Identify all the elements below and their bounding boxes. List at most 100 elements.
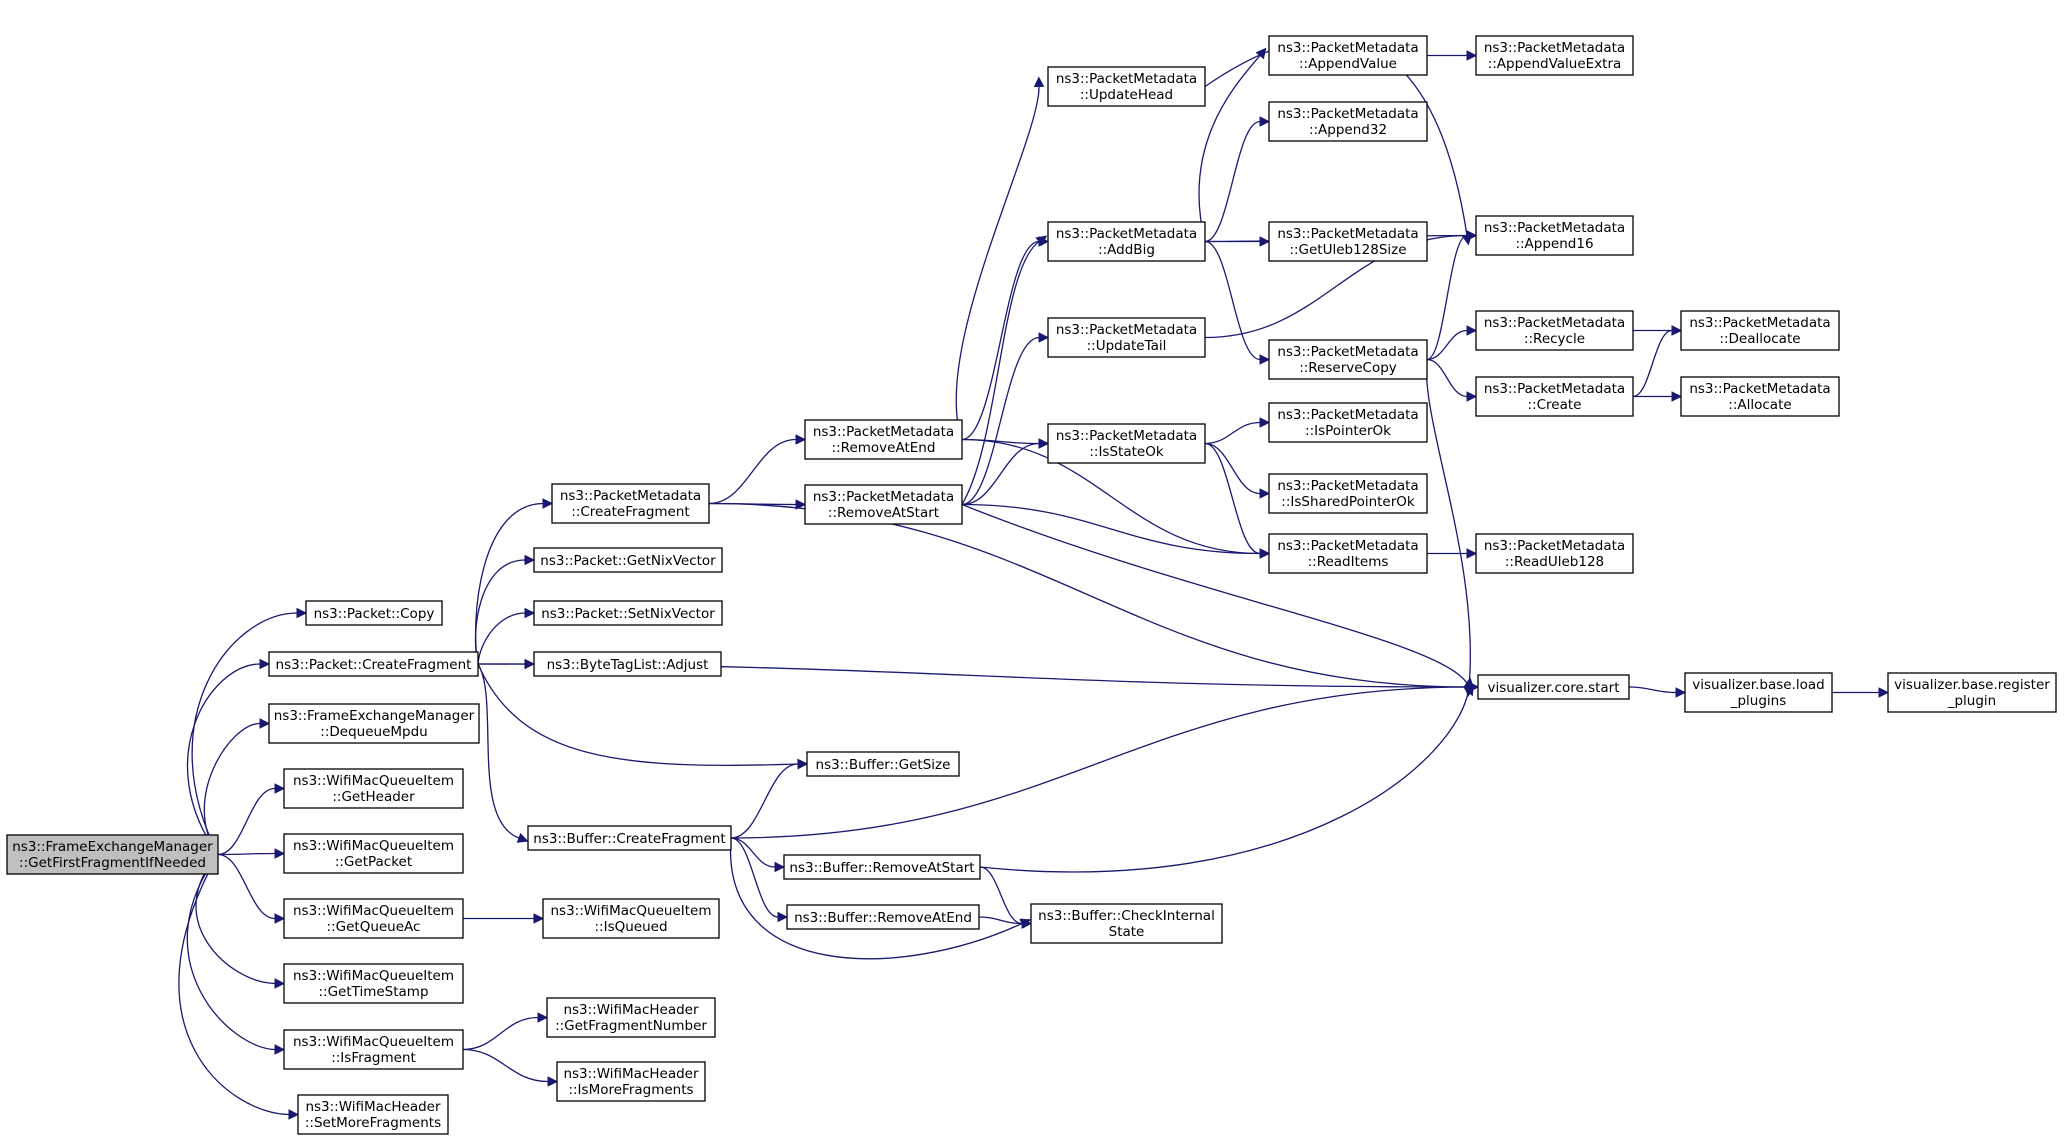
node-pmave[interactable]: ns3::PacketMetadata::AppendValueExtra [1475, 35, 1634, 76]
node-label-line: ns3::FrameExchangeManager [274, 708, 475, 724]
node-pmdea[interactable]: ns3::PacketMetadata::Deallocate [1680, 310, 1840, 351]
arrowhead [537, 1012, 549, 1023]
arrowhead [795, 499, 807, 510]
arrowhead [274, 1044, 286, 1055]
node-label-line: ns3::PacketMetadata [813, 489, 954, 505]
edge-wif-to-hgfn [462, 1012, 549, 1051]
arrowhead [1259, 417, 1271, 428]
node-pma16[interactable]: ns3::PacketMetadata::Append16 [1475, 215, 1634, 256]
edges-layer [178, 37, 1890, 1120]
node-wgt[interactable]: ns3::WifiMacQueueItem::GetTimeStamp [283, 963, 464, 1004]
node-pmri[interactable]: ns3::PacketMetadata::ReadItems [1268, 533, 1428, 574]
node-himf[interactable]: ns3::WifiMacHeader::IsMoreFragments [556, 1061, 706, 1102]
node-pmrec[interactable]: ns3::PacketMetadata::Recycle [1475, 310, 1634, 351]
node-label-line: ::GetQueueAc [327, 919, 421, 935]
node-label-line: ns3::WifiMacHeader [305, 1099, 441, 1115]
arrowhead [1033, 76, 1045, 88]
node-pcf[interactable]: ns3::Packet::CreateFragment [268, 651, 479, 677]
edge-pmrc-to-pmcr [1426, 358, 1478, 402]
node-wisq[interactable]: ns3::WifiMacQueueItem::IsQueued [542, 898, 720, 939]
node-pmiso[interactable]: ns3::PacketMetadata::IsStateOk [1047, 423, 1206, 464]
node-pmipo[interactable]: ns3::PacketMetadata::IsPointerOk [1268, 402, 1428, 443]
node-pmispo[interactable]: ns3::PacketMetadata::IsSharedPointerOk [1268, 473, 1428, 514]
arrowhead [1259, 488, 1271, 499]
arrowhead [274, 978, 286, 989]
node-box [1268, 101, 1428, 142]
node-pmut[interactable]: ns3::PacketMetadata::UpdateTail [1047, 317, 1206, 358]
node-box [1475, 35, 1634, 76]
node-box [1475, 310, 1634, 351]
node-pcopy[interactable]: ns3::Packet::Copy [305, 600, 443, 626]
node-hgfn[interactable]: ns3::WifiMacHeader::GetFragmentNumber [546, 997, 716, 1038]
arrowhead [1466, 50, 1478, 61]
node-box [1047, 66, 1206, 107]
node-brae[interactable]: ns3::Buffer::RemoveAtEnd [786, 904, 980, 930]
edge-pmcr-to-pmall [1633, 391, 1683, 402]
node-label-line: ::IsMoreFragments [568, 1082, 693, 1098]
node-label-line: ns3::PacketMetadata [1484, 538, 1625, 554]
node-label-line: visualizer.base.load [1692, 677, 1824, 693]
node-label: ns3::Packet::CreateFragment [276, 657, 472, 673]
node-box [283, 963, 464, 1004]
node-pmav[interactable]: ns3::PacketMetadata::AppendValue [1268, 35, 1428, 76]
node-label: ns3::ByteTagList::Adjust [547, 657, 709, 673]
node-label-line: ::ReadItems [1308, 554, 1389, 570]
node-wif[interactable]: ns3::WifiMacQueueItem::IsFragment [283, 1029, 464, 1070]
node-pmall[interactable]: ns3::PacketMetadata::Allocate [1680, 376, 1840, 417]
node-bgs[interactable]: ns3::Buffer::GetSize [806, 751, 960, 777]
node-pgnv[interactable]: ns3::Packet::GetNixVector [533, 547, 723, 573]
node-label-line: ns3::PacketMetadata [1277, 478, 1418, 494]
node-label-line: ns3::PacketMetadata [560, 488, 701, 504]
node-label-line: ::CreateFragment [571, 504, 689, 520]
node-pmru[interactable]: ns3::PacketMetadata::ReadUleb128 [1475, 533, 1634, 574]
node-pma32[interactable]: ns3::PacketMetadata::Append32 [1268, 101, 1428, 142]
node-label-line: ::GetHeader [332, 789, 415, 805]
node-fdeq[interactable]: ns3::FrameExchangeManager::DequeueMpdu [268, 703, 480, 744]
node-label: ns3::Packet::GetNixVector [540, 553, 716, 569]
node-btla[interactable]: ns3::ByteTagList::Adjust [533, 651, 722, 677]
node-box [283, 833, 464, 874]
node-label-line: ::Allocate [1728, 397, 1791, 413]
node-label-line: ::GetFirstFragmentIfNeeded [19, 855, 206, 871]
node-bras[interactable]: ns3::Buffer::RemoveAtStart [783, 854, 981, 880]
node-box [1047, 221, 1206, 262]
node-root[interactable]: ns3::FrameExchangeManager::GetFirstFragm… [6, 834, 219, 875]
edge-pmiso-to-pmri [1204, 442, 1271, 559]
node-vcs[interactable]: visualizer.core.start [1477, 674, 1630, 700]
node-label: ns3::Buffer::RemoveAtStart [789, 860, 974, 876]
node-pmcr[interactable]: ns3::PacketMetadata::Create [1475, 376, 1634, 417]
node-pmras[interactable]: ns3::PacketMetadata::RemoveAtStart [804, 484, 963, 525]
node-pmgu[interactable]: ns3::PacketMetadata::GetUleb128Size [1268, 221, 1428, 262]
node-box [1475, 376, 1634, 417]
edge-pmcf-to-pmrae [708, 434, 807, 505]
node-wgq[interactable]: ns3::WifiMacQueueItem::GetQueueAc [283, 898, 464, 939]
node-psnv[interactable]: ns3::Packet::SetNixVector [533, 600, 723, 626]
node-label-line: ::GetTimeStamp [318, 984, 428, 1000]
arrowhead [524, 554, 536, 566]
node-box [1268, 473, 1428, 514]
node-vbr[interactable]: visualizer.base.register_plugin [1887, 672, 2057, 713]
node-pmcf[interactable]: ns3::PacketMetadata::CreateFragment [551, 483, 710, 524]
edge-pmiso-to-pmispo [1204, 442, 1271, 499]
node-hsmf[interactable]: ns3::WifiMacHeader::SetMoreFragments [297, 1094, 449, 1135]
node-vbl[interactable]: visualizer.base.load_plugins [1684, 672, 1833, 713]
node-label-line: ::DequeueMpdu [320, 724, 427, 740]
arrowhead [797, 758, 809, 770]
edge-root-to-wgh [217, 783, 286, 856]
node-pmab[interactable]: ns3::PacketMetadata::AddBig [1047, 221, 1206, 262]
node-pmrc[interactable]: ns3::PacketMetadata::ReserveCopy [1268, 339, 1428, 380]
node-label: ns3::Packet::Copy [314, 606, 435, 622]
node-wgh[interactable]: ns3::WifiMacQueueItem::GetHeader [283, 768, 464, 809]
node-pmuh[interactable]: ns3::PacketMetadata::UpdateHead [1047, 66, 1206, 107]
node-label-line: ::GetUleb128Size [1289, 242, 1406, 258]
edge-pmras-to-pmab [961, 235, 1048, 505]
node-box [283, 898, 464, 939]
node-bcf[interactable]: ns3::Buffer::CreateFragment [527, 825, 732, 851]
node-wgp[interactable]: ns3::WifiMacQueueItem::GetPacket [283, 833, 464, 874]
node-pmrae[interactable]: ns3::PacketMetadata::RemoveAtEnd [804, 419, 963, 460]
arrowhead [1671, 325, 1683, 336]
node-box [556, 1061, 706, 1102]
edge-bcf-to-bras [730, 837, 786, 873]
